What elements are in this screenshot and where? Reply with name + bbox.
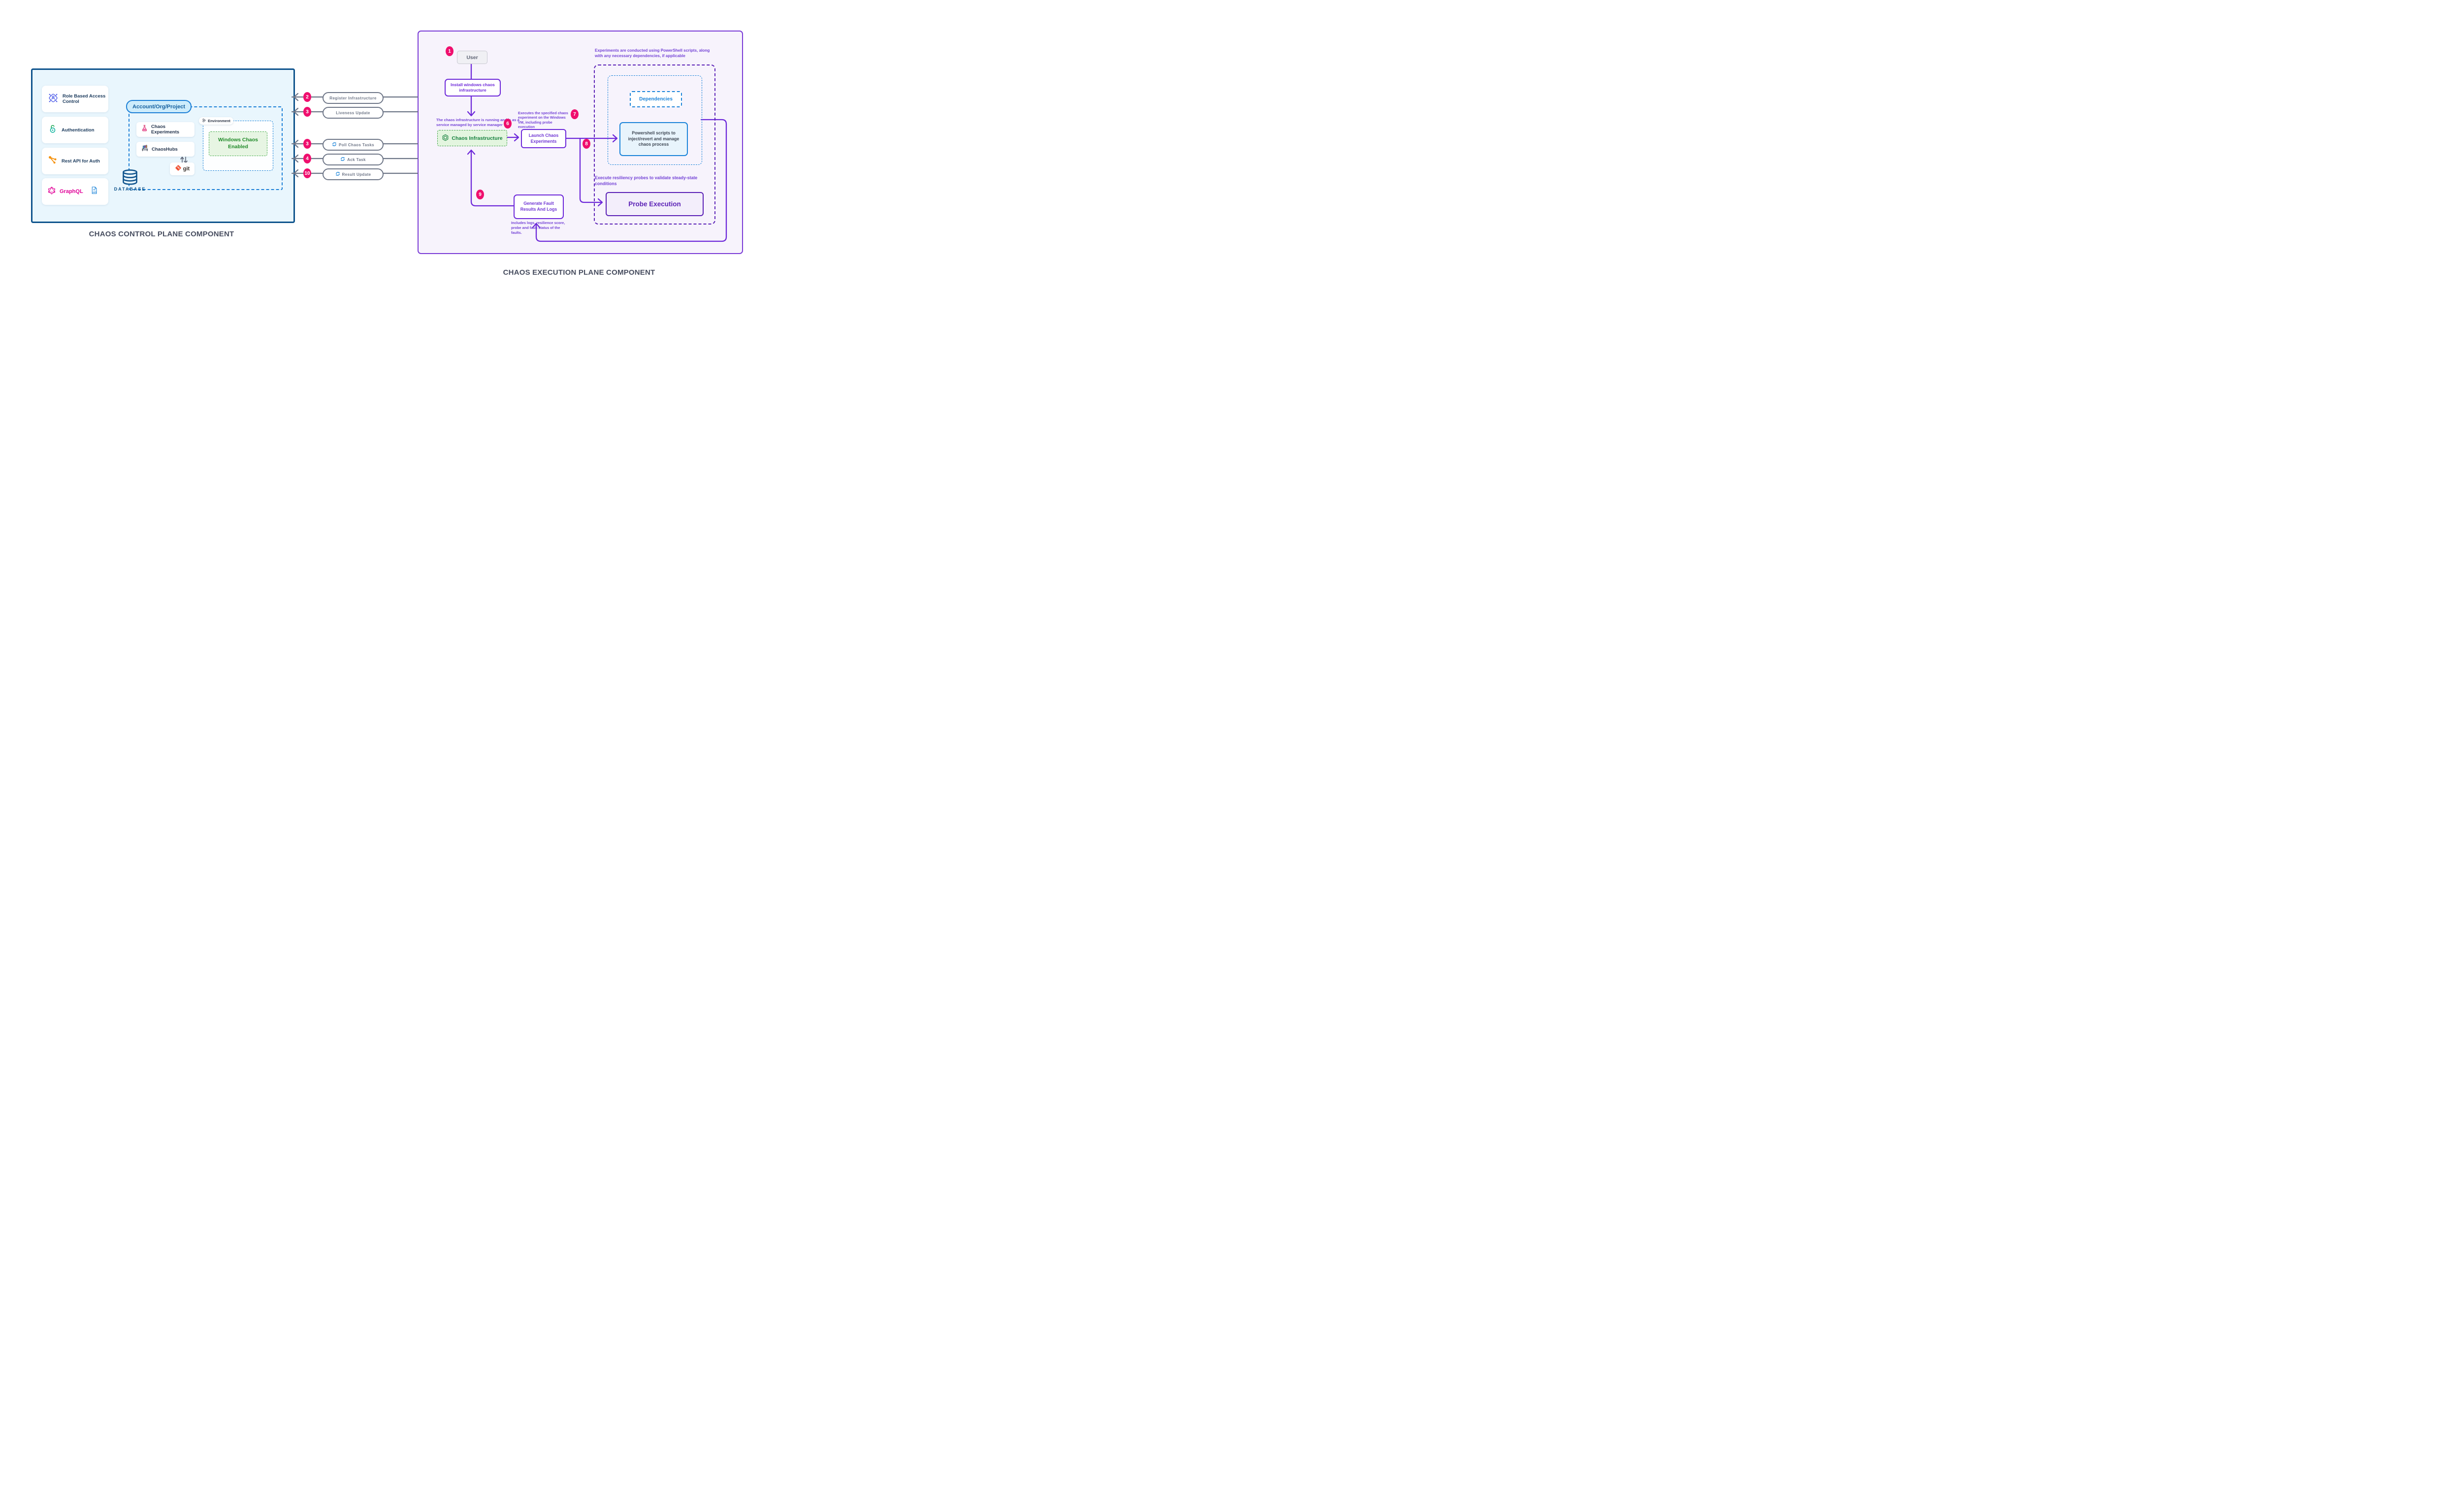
- environment-hexagons-icon: [202, 118, 206, 124]
- probe-execution-box: Probe Execution: [606, 192, 704, 216]
- chaoshubs-label: ChaosHubs: [152, 146, 178, 152]
- card-chaos-experiments: Chaos Experiments: [136, 122, 194, 137]
- windows-chaos-enabled-label: Windows Chaos Enabled: [218, 137, 258, 150]
- environment-label: Environment: [208, 119, 230, 123]
- card-git: git: [170, 162, 194, 175]
- probe-execution-label: Probe Execution: [628, 200, 681, 208]
- powershell-conducted-note: Experiments are conducted using PowerShe…: [595, 48, 710, 59]
- flask-icon: [141, 125, 148, 134]
- connector-liveness-update: Liveness Update: [323, 107, 384, 119]
- card-rest-api: Rest API for Auth: [42, 148, 108, 174]
- chaos-infrastructure-label: Chaos Infrastructure: [452, 135, 503, 141]
- ack-task-label: Ack Task: [347, 157, 366, 162]
- step-badge-9: 9: [476, 190, 484, 199]
- user-box: User: [457, 51, 487, 64]
- card-graphql-label: GraphQL: [60, 189, 83, 194]
- connector-ack-task: Ack Task: [323, 154, 384, 165]
- graphql-icon: [48, 186, 56, 197]
- chaoshubs-rack-icon: [141, 144, 149, 155]
- connector-poll-chaos-tasks: Poll Chaos Tasks: [323, 139, 384, 151]
- infrastructure-running-note: The chaos infrastructure is running and …: [436, 118, 519, 128]
- card-rbac: Role Based Access Control: [42, 86, 108, 112]
- card-authentication-label: Authentication: [62, 127, 95, 133]
- register-infrastructure-label: Register Infrastructure: [329, 96, 377, 100]
- liveness-update-label: Liveness Update: [336, 110, 370, 115]
- environment-pill: Environment: [199, 117, 233, 125]
- user-label: User: [466, 54, 478, 61]
- sync-icon: [340, 157, 345, 162]
- svg-text:API: API: [93, 191, 97, 193]
- card-chaoshubs: ChaosHubs: [136, 142, 194, 157]
- windows-chaos-enabled-box: Windows Chaos Enabled: [209, 131, 267, 156]
- launch-chaos-experiments-label: Launch Chaos Experiments: [528, 133, 559, 144]
- card-authentication: Authentication: [42, 117, 108, 143]
- api-doc-icon: API: [90, 186, 98, 197]
- control-plane-title: CHAOS CONTROL PLANE COMPONENT: [89, 230, 234, 238]
- connector-result-update: Result Update: [323, 168, 384, 180]
- step-badge-1: 1: [446, 46, 454, 56]
- account-org-project-pill: Account/Org/Project: [126, 100, 192, 113]
- chaos-infrastructure-box: Chaos Infrastructure: [437, 130, 507, 146]
- includes-logs-note: Includes logs, resilience score, probe a…: [511, 221, 565, 235]
- resiliency-probes-note: Execute resiliency probes to validate st…: [595, 175, 698, 186]
- step-badge-2: 2: [303, 92, 311, 102]
- git-icon: [175, 164, 182, 174]
- connector-register-infrastructure: Register Infrastructure: [323, 92, 384, 104]
- generate-fault-results-label: Generate Fault Results And Logs: [520, 201, 557, 212]
- chaos-architecture-diagram: Role Based Access Control Authentication…: [0, 0, 772, 308]
- step-badge-8: 8: [583, 139, 590, 149]
- sync-icon: [332, 142, 337, 148]
- account-org-project-label: Account/Org/Project: [132, 103, 185, 110]
- install-infrastructure-box: Install windows chaos infrastructure: [445, 79, 501, 97]
- execution-plane-title: CHAOS EXECUTION PLANE COMPONENT: [503, 268, 655, 277]
- rbac-icon: [48, 93, 59, 106]
- git-label: git: [183, 166, 190, 172]
- dependencies-label: Dependencies: [639, 97, 673, 102]
- powershell-scripts-label: Powershell scripts to inject/revert and …: [628, 130, 680, 147]
- sync-icon: [335, 171, 340, 177]
- card-rest-api-label: Rest API for Auth: [62, 158, 100, 164]
- rest-api-icon: [48, 155, 58, 167]
- database-icon: [121, 169, 139, 188]
- generate-fault-results-box: Generate Fault Results And Logs: [514, 194, 564, 219]
- install-infrastructure-label: Install windows chaos infrastructure: [451, 82, 495, 93]
- step-badge-10: 10: [303, 168, 311, 178]
- database-label: DATABASE: [114, 187, 146, 192]
- powershell-scripts-box: Powershell scripts to inject/revert and …: [619, 122, 688, 156]
- step-badge-3: 3: [303, 107, 311, 117]
- card-rbac-label: Role Based Access Control: [63, 94, 106, 104]
- card-graphql: GraphQL API: [42, 178, 108, 205]
- dependencies-box: Dependencies: [630, 91, 682, 107]
- auth-lock-icon: [48, 124, 58, 136]
- executes-experiment-note: Executes the specified chaos experiment …: [518, 111, 568, 129]
- poll-chaos-tasks-label: Poll Chaos Tasks: [338, 142, 375, 147]
- result-update-label: Result Update: [342, 172, 371, 177]
- step-badge-7: 7: [571, 109, 579, 119]
- launch-chaos-experiments-box: Launch Chaos Experiments: [521, 129, 566, 148]
- step-badge-3b: 3: [303, 139, 311, 149]
- step-badge-4: 4: [303, 154, 311, 163]
- chaos-experiments-label: Chaos Experiments: [151, 124, 180, 135]
- hexagon-icon: [442, 134, 449, 143]
- step-badge-6: 6: [504, 119, 512, 129]
- account-org-project-boundary: [129, 106, 283, 190]
